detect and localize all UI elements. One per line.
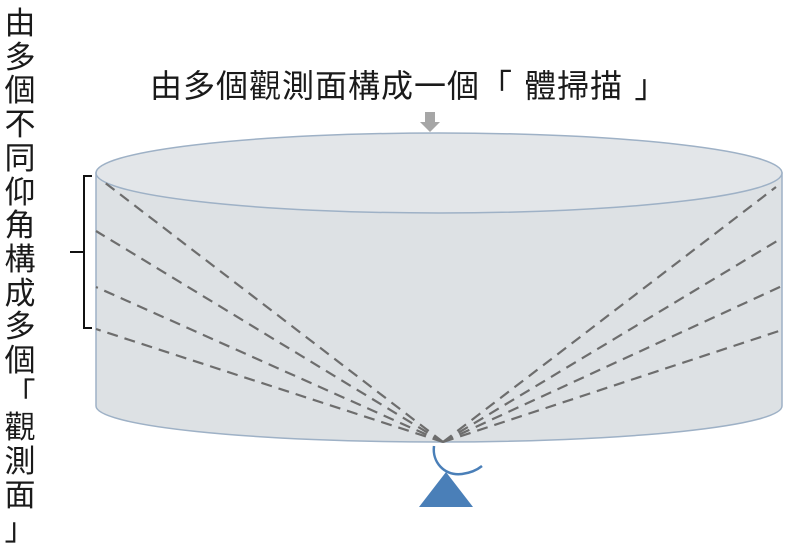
cylinder-top xyxy=(95,132,783,214)
scan-line-right-4 xyxy=(442,328,783,444)
vertical-caption-char: 面 xyxy=(4,477,36,514)
elevation-bracket xyxy=(70,175,92,329)
vertical-caption-char: 由 xyxy=(4,6,36,42)
scan-line-left-3 xyxy=(95,285,444,444)
down-arrow-icon xyxy=(420,112,440,132)
vertical-caption-char: 個 xyxy=(4,73,36,110)
vertical-caption-char: 「 xyxy=(4,376,36,413)
vertical-caption-char: 同 xyxy=(4,140,36,177)
vertical-caption-char: 構 xyxy=(4,241,36,278)
vertical-caption-char: 多 xyxy=(4,39,36,76)
vertical-caption-char: 」 xyxy=(4,511,36,548)
cylinder-body xyxy=(95,172,783,443)
vertical-caption-char: 仰 xyxy=(4,174,36,211)
vertical-caption-char: 多 xyxy=(4,309,36,346)
vertical-caption-char: 成 xyxy=(4,275,36,312)
vertical-caption-char: 個 xyxy=(4,343,36,380)
scan-lines xyxy=(95,181,783,444)
vertical-caption-char: 觀 xyxy=(4,410,36,447)
scan-line-right-2 xyxy=(442,237,783,443)
radar-triangle-icon xyxy=(419,472,473,507)
vertical-caption-char: 不 xyxy=(4,107,36,144)
scan-line-left-2 xyxy=(95,230,444,443)
vertical-caption-char: 測 xyxy=(4,444,36,481)
top-caption: 由多個觀測面構成一個「 體掃描 」 xyxy=(150,67,668,105)
scan-line-right-1 xyxy=(442,186,777,443)
radar-elevation-arc xyxy=(432,445,483,476)
scan-line-right-3 xyxy=(442,285,783,443)
vertical-caption-char: 角 xyxy=(4,208,36,245)
vertical-caption: 由 多 個 不 同 仰 角 構 成 多 個 「 觀 測 面 」 xyxy=(0,6,40,548)
scan-line-left-4 xyxy=(95,327,444,444)
